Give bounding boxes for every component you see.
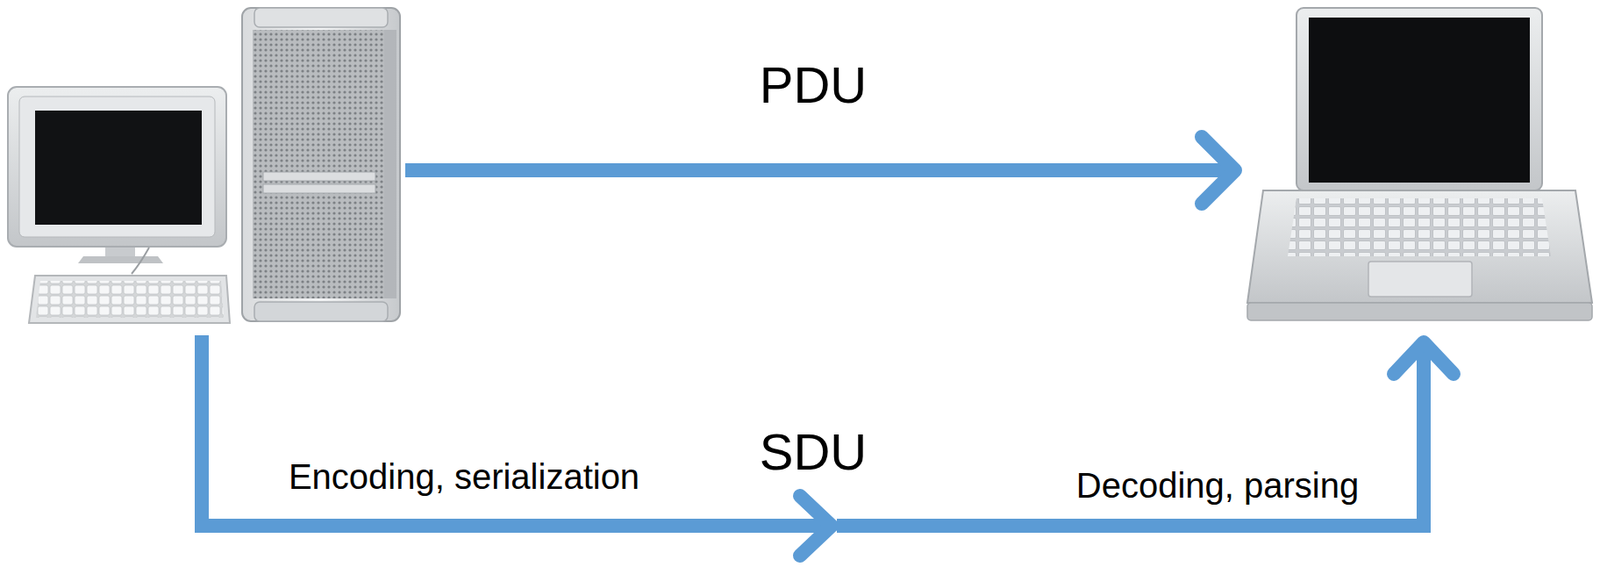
desktop-monitor <box>7 86 227 274</box>
encoding-arrow <box>201 335 832 556</box>
decoding-arrow <box>836 342 1454 526</box>
pdu-arrow <box>405 136 1236 204</box>
decoding-label: Decoding, parsing <box>1076 465 1359 505</box>
encoding-label: Encoding, serialization <box>288 457 640 496</box>
desktop-tower <box>242 7 400 322</box>
desktop-keyboard <box>28 275 230 323</box>
sdu-label: SDU <box>759 423 867 480</box>
laptop <box>1247 7 1593 321</box>
pdu-label: PDU <box>759 57 867 114</box>
